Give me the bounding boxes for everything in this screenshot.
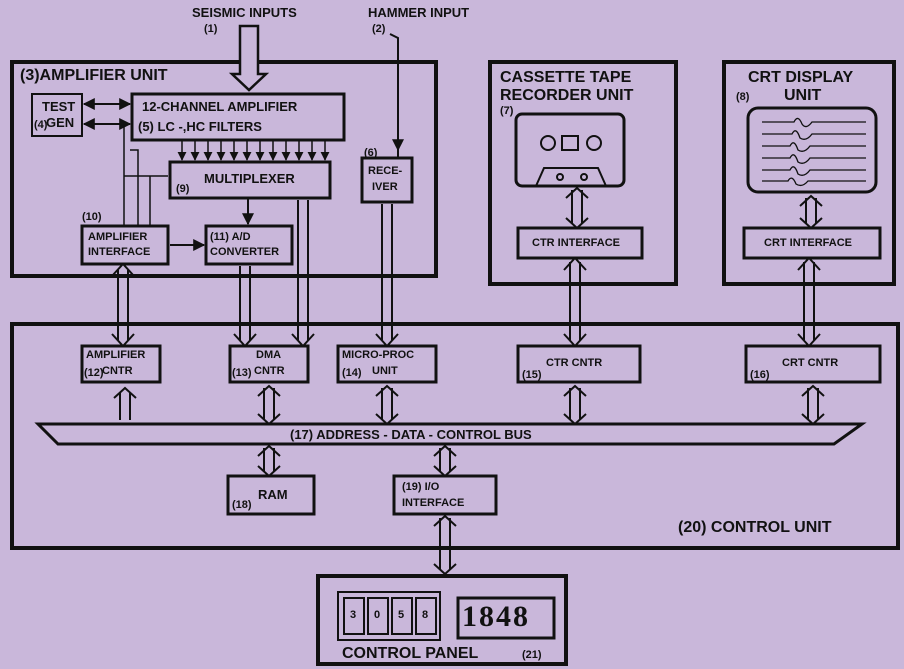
control-panel-num: (21) [522, 650, 542, 661]
switch-label-1: 3 [350, 610, 356, 621]
digital-display-value: 1848 [462, 602, 530, 632]
ctr-cntr-num: (15) [522, 370, 542, 381]
receiver-num: (6) [364, 148, 377, 159]
crt-interface-label: CRT INTERFACE [764, 238, 852, 249]
adc-label-2: CONVERTER [210, 247, 279, 258]
amp-interface-label-1: AMPLIFIER [88, 232, 147, 243]
crt-traces [762, 118, 866, 185]
control-panel-title: CONTROL PANEL [342, 646, 478, 662]
micro-proc-num: (14) [342, 368, 362, 379]
ram-num: (18) [232, 500, 252, 511]
hammer-input-label: HAMMER INPUT [368, 6, 469, 19]
seismic-inputs-label: SEISMIC INPUTS [192, 6, 297, 19]
adc-label-1: (11) A/D [210, 232, 251, 243]
bus-label: (17) ADDRESS - DATA - CONTROL BUS [290, 428, 532, 441]
amp-mux-lines [182, 140, 325, 160]
ctr-cntr-label: CTR CNTR [546, 358, 602, 369]
dma-num: (13) [232, 368, 252, 379]
test-gen-num: (4) [34, 120, 47, 131]
cassette-bottom [536, 168, 606, 186]
crt-cntr-num: (16) [750, 370, 770, 381]
test-gen-label-1: TEST [42, 100, 75, 113]
multiplexer-label: MULTIPLEXER [204, 172, 295, 185]
seismic-input-arrow [232, 26, 266, 90]
micro-proc-label-2: UNIT [372, 366, 398, 377]
amp-cntr-num: (12) [84, 368, 104, 379]
cassette-unit-title-2: RECORDER UNIT [500, 88, 633, 104]
multiplexer-num: (9) [176, 184, 189, 195]
dma-label-1: DMA [256, 350, 281, 361]
cassette-unit-num: (7) [500, 106, 513, 117]
hammer-input-line [390, 34, 398, 150]
amplifier-label-2: (5) LC -,HC FILTERS [138, 120, 262, 133]
cassette-hole-left [557, 174, 563, 180]
micro-proc-label-1: MICRO-PROC [342, 350, 414, 361]
cassette-reel-right [587, 136, 601, 150]
receiver-label-2: IVER [372, 182, 398, 193]
crt-screen [748, 108, 876, 192]
test-gen-label-2: GEN [46, 116, 74, 129]
control-unit-title: (20) CONTROL UNIT [678, 520, 831, 536]
ctr-interface-label: CTR INTERFACE [532, 238, 620, 249]
hammer-input-num: (2) [372, 24, 385, 35]
cassette-reel-left [541, 136, 555, 150]
amp-interface-num: (10) [82, 212, 102, 223]
amp-cntr-label-2: CNTR [102, 366, 133, 377]
io-label-2: INTERFACE [402, 498, 464, 509]
receiver-label-1: RECE- [368, 166, 402, 177]
dma-label-2: CNTR [254, 366, 285, 377]
seismic-inputs-num: (1) [204, 24, 217, 35]
crt-unit-title-1: CRT DISPLAY [748, 70, 853, 86]
cassette-window [562, 136, 578, 150]
crt-cntr-label: CRT CNTR [782, 358, 838, 369]
io-label-1: (19) I/O [402, 482, 439, 493]
amplifier-unit-title: (3)AMPLIFIER UNIT [20, 68, 168, 84]
ram-label: RAM [258, 488, 288, 501]
amp-cntr-label-1: AMPLIFIER [86, 350, 145, 361]
switch-label-4: 8 [422, 610, 428, 621]
amplifier-label-1: 12-CHANNEL AMPLIFIER [142, 100, 297, 113]
crt-unit-num: (8) [736, 92, 749, 103]
crt-unit-title-2: UNIT [784, 88, 821, 104]
cassette-hole-right [581, 174, 587, 180]
amp-interface-label-2: INTERFACE [88, 247, 150, 258]
switch-label-3: 5 [398, 610, 404, 621]
switch-label-2: 0 [374, 610, 380, 621]
cassette-unit-title-1: CASSETTE TAPE [500, 70, 631, 86]
